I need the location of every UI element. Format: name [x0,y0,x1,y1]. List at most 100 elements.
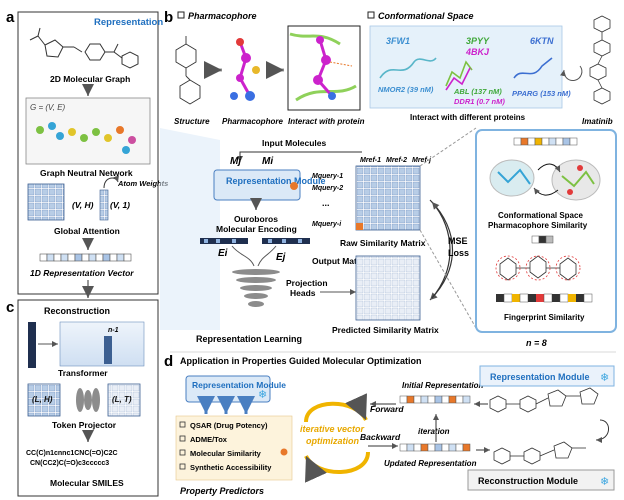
loop-arc-top [304,393,368,423]
atom-weights-label: Atom Weights [117,179,168,188]
sun-icon [290,182,298,190]
admet-item: ADME/Tox [190,435,228,444]
v1-label: (V, 1) [110,200,130,210]
attention-label: Global Attention [54,226,120,236]
panel-d-title: Application in Properties Guided Molecul… [180,356,422,366]
projection-heads-label-1: Projection [286,278,328,288]
imatinib-label: Imatinib [582,117,613,126]
n8-label: n = 8 [526,338,547,348]
mol-sim-item: Molecular Similarity [190,449,262,458]
graph-image-box [25,97,151,165]
structure-sketch [175,36,201,105]
backward-label: Backward [360,432,401,442]
smiles-line-2: CN(CC2)C(=O)c3ccccc3 [30,460,109,467]
qsar-item: QSAR (Drug Potency) [190,421,268,430]
output-matrix-label: Output Matrix [312,256,368,266]
snowflake-icon: ❄ [258,389,267,401]
conf-sim-label: Conformational Space [498,211,583,220]
initial-rep-vector [399,395,471,404]
fp-sim-label: Fingerprint Similarity [504,313,585,322]
fingerprint-squares [531,235,554,244]
projector-coil [76,388,100,412]
smiles-line-1: CC(C)n1cnnc1CNC(=O)C2C [26,450,118,457]
pdb-4bkj: 4BKJ [465,47,490,57]
fingerprint-molecule [495,255,581,281]
structure-label: Structure [174,117,210,126]
updated-rep-vector [399,443,471,452]
representation-vector [39,253,132,262]
mref1-label: Mref-1 [360,157,381,164]
rep-module-label: Representation Module [226,176,326,186]
iteration-label: iteration [418,427,450,436]
d-rep-module-right-label: Representation Module [490,372,590,382]
property-predictors-box [175,415,293,481]
mref2-label: Mref-2 [386,157,407,164]
snowflake-icon-3: ❄ [600,476,609,488]
panel-c-letter: c [6,299,14,316]
iterative-label-2: optimization [306,436,359,446]
ej-label: Ej [276,252,286,263]
pparg-label: PPARG (153 nM) [512,89,571,98]
panel-d-letter: d [164,353,173,370]
panel-c: c Reconstruction n-1 Transformer (L, H) … [6,299,159,497]
interact-protein-label: Interact with protein [288,117,365,126]
synth-item: Synthetic Accessibility [190,463,272,472]
ei-label: Ei [218,248,228,259]
pred-matrix-label: Predicted Similarity Matrix [332,325,439,335]
input-token-bar [28,322,36,368]
graph-label: 2D Molecular Graph [50,74,130,84]
projection-heads-label-2: Heads [290,288,316,298]
forward-label: Forward [370,404,404,414]
conformer-sketches [379,57,553,91]
property-predictors-label: Property Predictors [180,486,264,496]
mi-label: Mi [262,156,273,167]
input-molecule-sketch [489,387,599,413]
raw-matrix-highlight [356,223,363,230]
pharmacophore-title: Pharmacophore [188,11,257,21]
lt-label: (L, T) [112,395,132,404]
gnn-label: Graph Neutral Network [40,168,133,178]
mrefj-label: Mref-j [412,157,432,164]
pdb-6ktn: 6KTN [530,36,554,46]
panel-b: b Pharmacophore Conformational Space Str… [160,9,617,348]
graph-formula: G = (V, E) [30,103,66,112]
zoom-cone [160,128,220,330]
d-rep-module-label: Representation Module [192,380,286,390]
d-recon-module-label: Reconstruction Module [478,476,578,486]
mq2-label: Mquery-2 [312,185,343,192]
ddr1-label: DDR1 (0.7 nM) [454,97,505,106]
protein-interaction-image [289,32,357,102]
mse-label: MSE [448,236,468,246]
vector-label: 1D Representation Vector [30,268,134,278]
pdb-3pyy: 3PYY [466,36,490,46]
fingerprint-bitstring [496,293,593,303]
pharm-sim-label: Pharmacophore Similarity [488,221,588,230]
conformational-overlay-image [489,159,601,201]
abl-label: ABL (137 nM) [453,87,502,96]
raw-matrix-label: Raw Similarity Matrix [340,238,426,248]
output-molecule-sketch [493,441,586,465]
reconstruction-label: Reconstruction [44,306,110,316]
colored-graph-nodes [36,122,136,154]
mq1-label: Mquery-1 [312,173,343,180]
attention-column [99,189,109,221]
dashed-connector [419,127,477,167]
updated-rep-label: Updated Representation [384,459,477,468]
interact-diff-label: Interact with different proteins [410,113,526,122]
conformational-title: Conformational Space [378,11,474,21]
dashed-connector-2 [419,229,477,329]
projection-heads-stack [232,269,280,307]
molecule-2d-sketch [29,27,139,69]
attention-matrix-left [27,183,65,221]
token-matrix-lt [107,383,141,417]
loss-label: Loss [448,248,469,258]
d-recon-module-box [467,469,615,491]
pharmacophore-label: Pharmacophore [222,117,283,126]
loop-arc-bottom [304,451,370,483]
lh-label: (L, H) [32,395,53,404]
conformational-space-box [369,25,563,109]
mqi-label: Mquery-i [312,221,342,228]
snowflake-icon-2: ❄ [600,372,609,384]
